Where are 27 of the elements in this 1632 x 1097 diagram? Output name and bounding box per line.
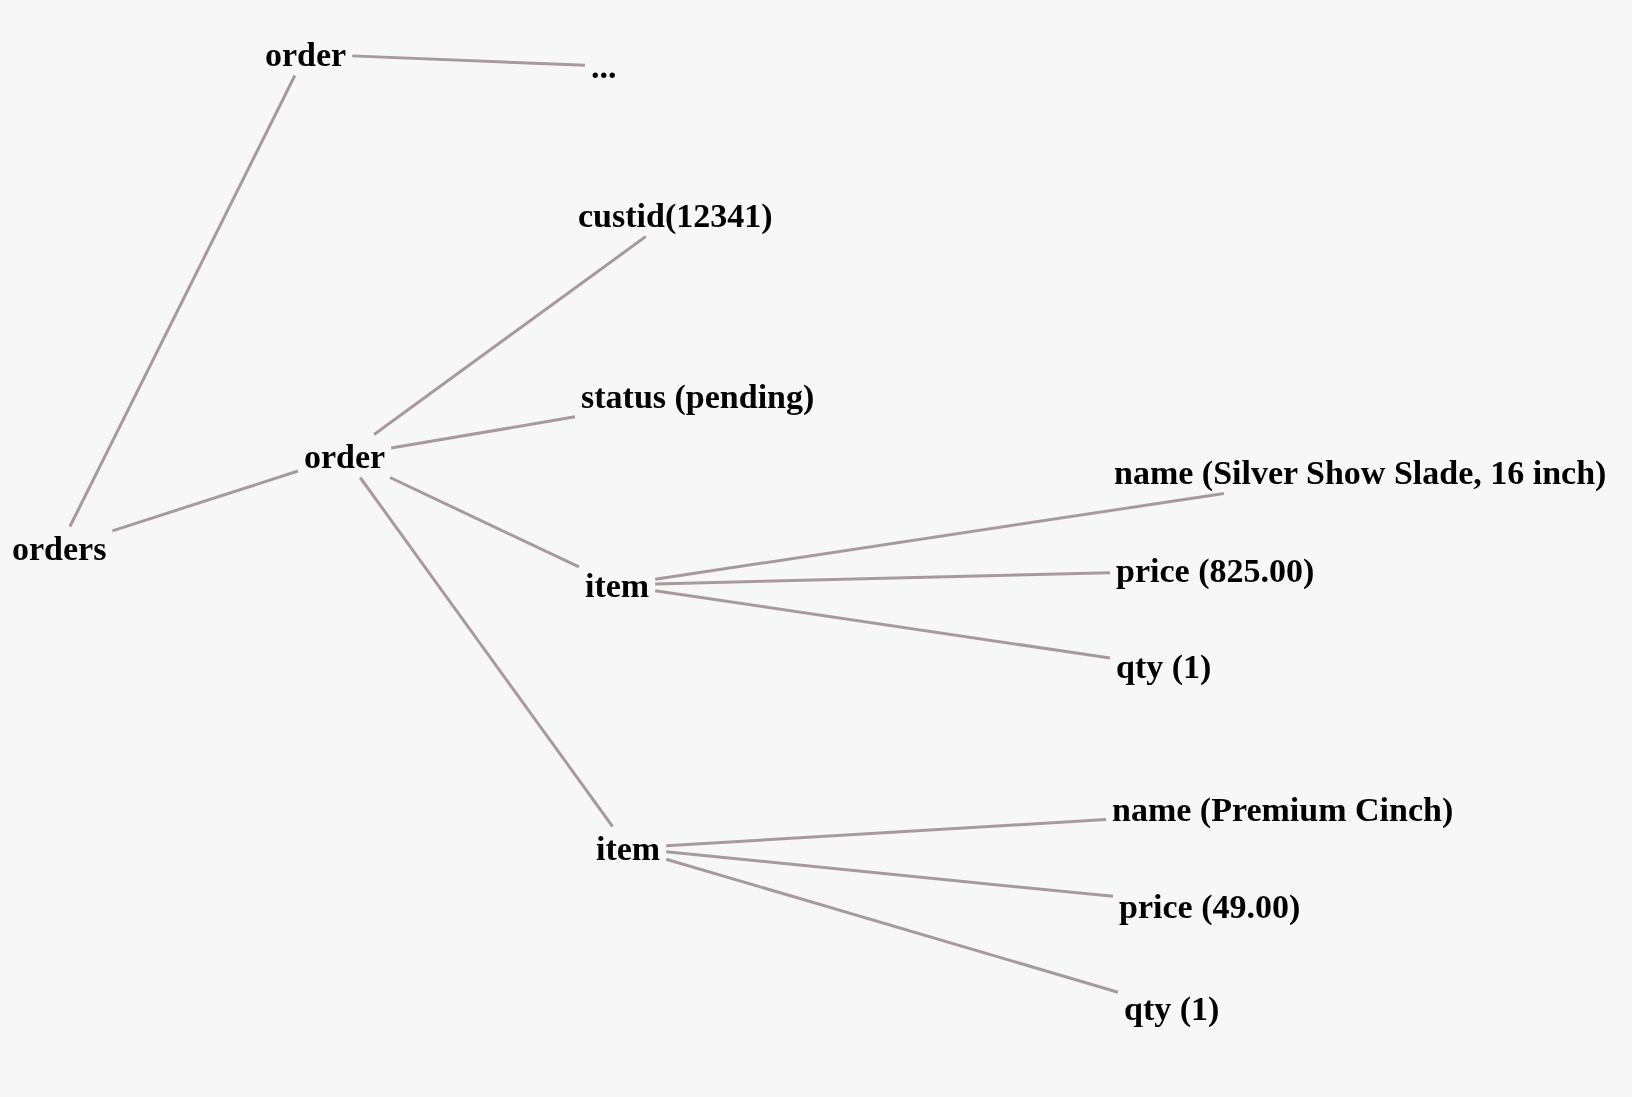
connector-line [352,54,586,67]
node-label: custid(12341) [578,189,773,241]
connector-line [111,469,299,533]
node-label: qty (1) [1116,640,1212,692]
node-label: name (Premium Cinch) [1112,783,1454,835]
node-label: order [304,430,386,482]
node-label: price (825.00) [1116,544,1315,596]
connector-line [666,850,1114,898]
connector-line [390,415,576,450]
node-label: price (49.00) [1119,880,1301,932]
connector-line [654,589,1111,660]
connector-line [654,492,1225,581]
node-label: orders [12,522,107,574]
node-label: name (Silver Show Slade, 16 inch) [1114,446,1619,498]
node-label: ... [591,40,617,92]
connector-line [666,818,1107,848]
connector-line [68,74,297,528]
connector-line [389,476,580,569]
node-label: order [265,28,347,80]
connector-line [373,235,647,436]
node-label: item [585,559,650,611]
node-label: qty (1) [1124,982,1220,1034]
node-label: item [596,822,661,874]
connector-line [358,476,614,828]
connector-line [665,857,1119,994]
node-label: status (pending) [581,370,815,422]
connector-line [655,571,1111,586]
